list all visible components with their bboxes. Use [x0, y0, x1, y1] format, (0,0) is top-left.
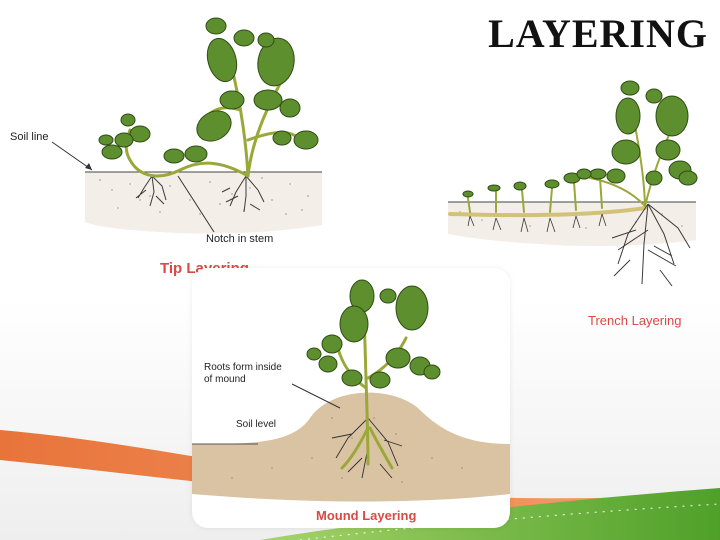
roots-form-label-line2: of mound	[204, 374, 246, 385]
mound-roots-pointer	[291, 383, 341, 409]
soil-body	[85, 172, 322, 234]
tip-layering-illustration	[51, 17, 322, 234]
mound-layering-illustration	[192, 279, 510, 502]
mound-soil	[192, 392, 510, 502]
trench-layering-caption: Trench Layering	[588, 313, 682, 328]
slide-title: LAYERING	[488, 11, 708, 56]
mound-leaves	[306, 279, 441, 389]
notch-in-stem-label: Notch in stem	[206, 233, 274, 245]
soil-line-pointer	[51, 141, 93, 171]
soil-level-label: Soil level	[236, 419, 277, 430]
trench-layering-diagram: Trench Layering	[440, 70, 710, 335]
soil-speckles	[99, 177, 309, 215]
trench-shoots	[467, 99, 677, 213]
trench-layering-illustration	[448, 80, 698, 287]
notch-pointer	[177, 175, 215, 233]
mound-speckles	[231, 417, 463, 483]
soil-line-label: Soil line	[10, 131, 49, 143]
trench-buried-stem	[448, 206, 647, 218]
trench-small-roots	[467, 213, 607, 233]
roots-form-label-line1: Roots form inside	[204, 362, 282, 373]
tip-layering-diagram: Soil line Notch in stem Tip Layering	[0, 0, 340, 290]
tip-leaves	[98, 17, 319, 164]
trench-leaves	[462, 80, 698, 198]
mound-layering-caption: Mound Layering	[316, 508, 417, 523]
tip-roots	[135, 175, 265, 213]
trench-main-roots	[611, 203, 691, 287]
mound-layering-diagram: Roots form inside of mound Soil level Mo…	[192, 268, 510, 528]
